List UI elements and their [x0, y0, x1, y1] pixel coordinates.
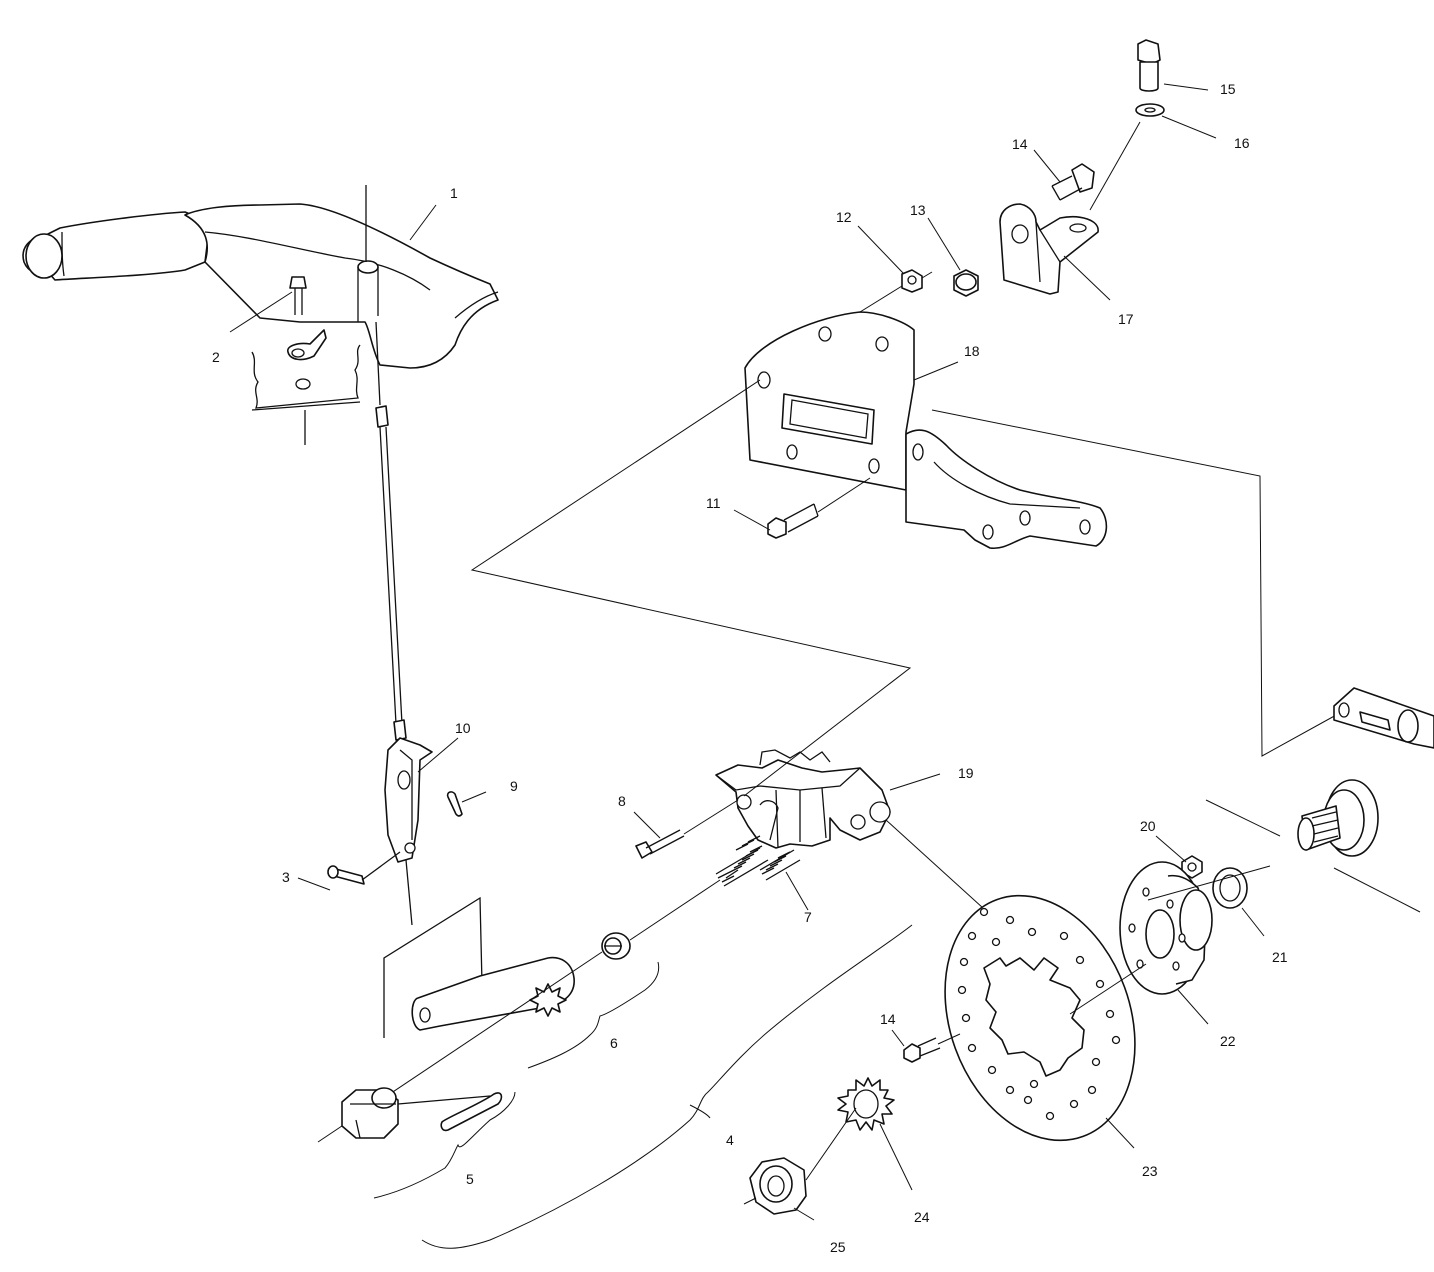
- callout-16: 16: [1234, 135, 1250, 151]
- callout-12: 12: [836, 209, 852, 225]
- brake-lever-part-1: [22, 185, 499, 445]
- callout-4: 4: [726, 1132, 734, 1148]
- bolt-part-2: [287, 276, 327, 390]
- callout-9: 9: [510, 778, 518, 794]
- castle-nut-part-5: [341, 1087, 503, 1139]
- callout-22: 22: [1220, 1033, 1236, 1049]
- callout-3: 3: [282, 869, 290, 885]
- callout-13: 13: [910, 202, 926, 218]
- lock-washer-part-24: [837, 1077, 895, 1131]
- callout-1: 1: [450, 185, 458, 201]
- bolt-part-15: [1137, 39, 1161, 92]
- callout-18: 18: [964, 343, 980, 359]
- callout-11: 11: [706, 495, 721, 511]
- callout-17: 17: [1118, 311, 1134, 327]
- clevis-part-10: [384, 737, 433, 863]
- bushing-part-6: [317, 879, 721, 1143]
- axle-spline: [1297, 779, 1379, 857]
- bolt-part-11: [767, 477, 871, 539]
- bolt-part-14-top: [1051, 163, 1095, 201]
- mounting-plate-part-18: [744, 311, 1108, 550]
- callout-10: 10: [455, 720, 471, 736]
- brake-disc-part-23: [944, 894, 1147, 1142]
- bracket-part-17: [999, 203, 1099, 295]
- axle-nut-part-25: [743, 1107, 857, 1215]
- callout-15: 15: [1220, 81, 1236, 97]
- assembly-lines: [470, 379, 1421, 919]
- bracket-lines: [373, 924, 913, 1249]
- bolt-part-14-lower: [903, 1033, 961, 1063]
- callout-14b: 14: [880, 1011, 896, 1027]
- cotter-pin-part-9: [446, 791, 463, 817]
- brake-cable: [375, 321, 413, 926]
- axle-tube: [1333, 687, 1434, 749]
- bolt-part-8: [635, 799, 739, 859]
- springs-part-7: [715, 835, 801, 887]
- callout-24: 24: [914, 1209, 930, 1225]
- nut-part-20: [1181, 855, 1203, 879]
- leader-lines: [229, 83, 1265, 1221]
- nut-part-12: [859, 269, 933, 313]
- callout-19: 19: [958, 765, 974, 781]
- seal-part-21: [1212, 867, 1248, 909]
- callout-7: 7: [804, 909, 812, 925]
- callout-14a: 14: [1012, 136, 1028, 152]
- callout-20: 20: [1140, 818, 1156, 834]
- callout-6: 6: [610, 1035, 618, 1051]
- caliper-part-19: [715, 749, 891, 849]
- callout-8: 8: [618, 793, 626, 809]
- hub-part-22: [1119, 861, 1271, 995]
- callout-2: 2: [212, 349, 220, 365]
- callout-25: 25: [830, 1239, 846, 1255]
- callout-labels: 1 2 3 4 5 6 7 8 9 10 11 12 13 14 14 15 1…: [212, 81, 1288, 1255]
- washer-part-16: [1089, 103, 1165, 211]
- callout-21: 21: [1272, 949, 1288, 965]
- brake-arm-assembly: [383, 896, 575, 1038]
- callout-23: 23: [1142, 1163, 1158, 1179]
- clevis-pin-part-3: [327, 851, 401, 885]
- nut-part-13: [953, 269, 979, 297]
- callout-5: 5: [466, 1171, 474, 1187]
